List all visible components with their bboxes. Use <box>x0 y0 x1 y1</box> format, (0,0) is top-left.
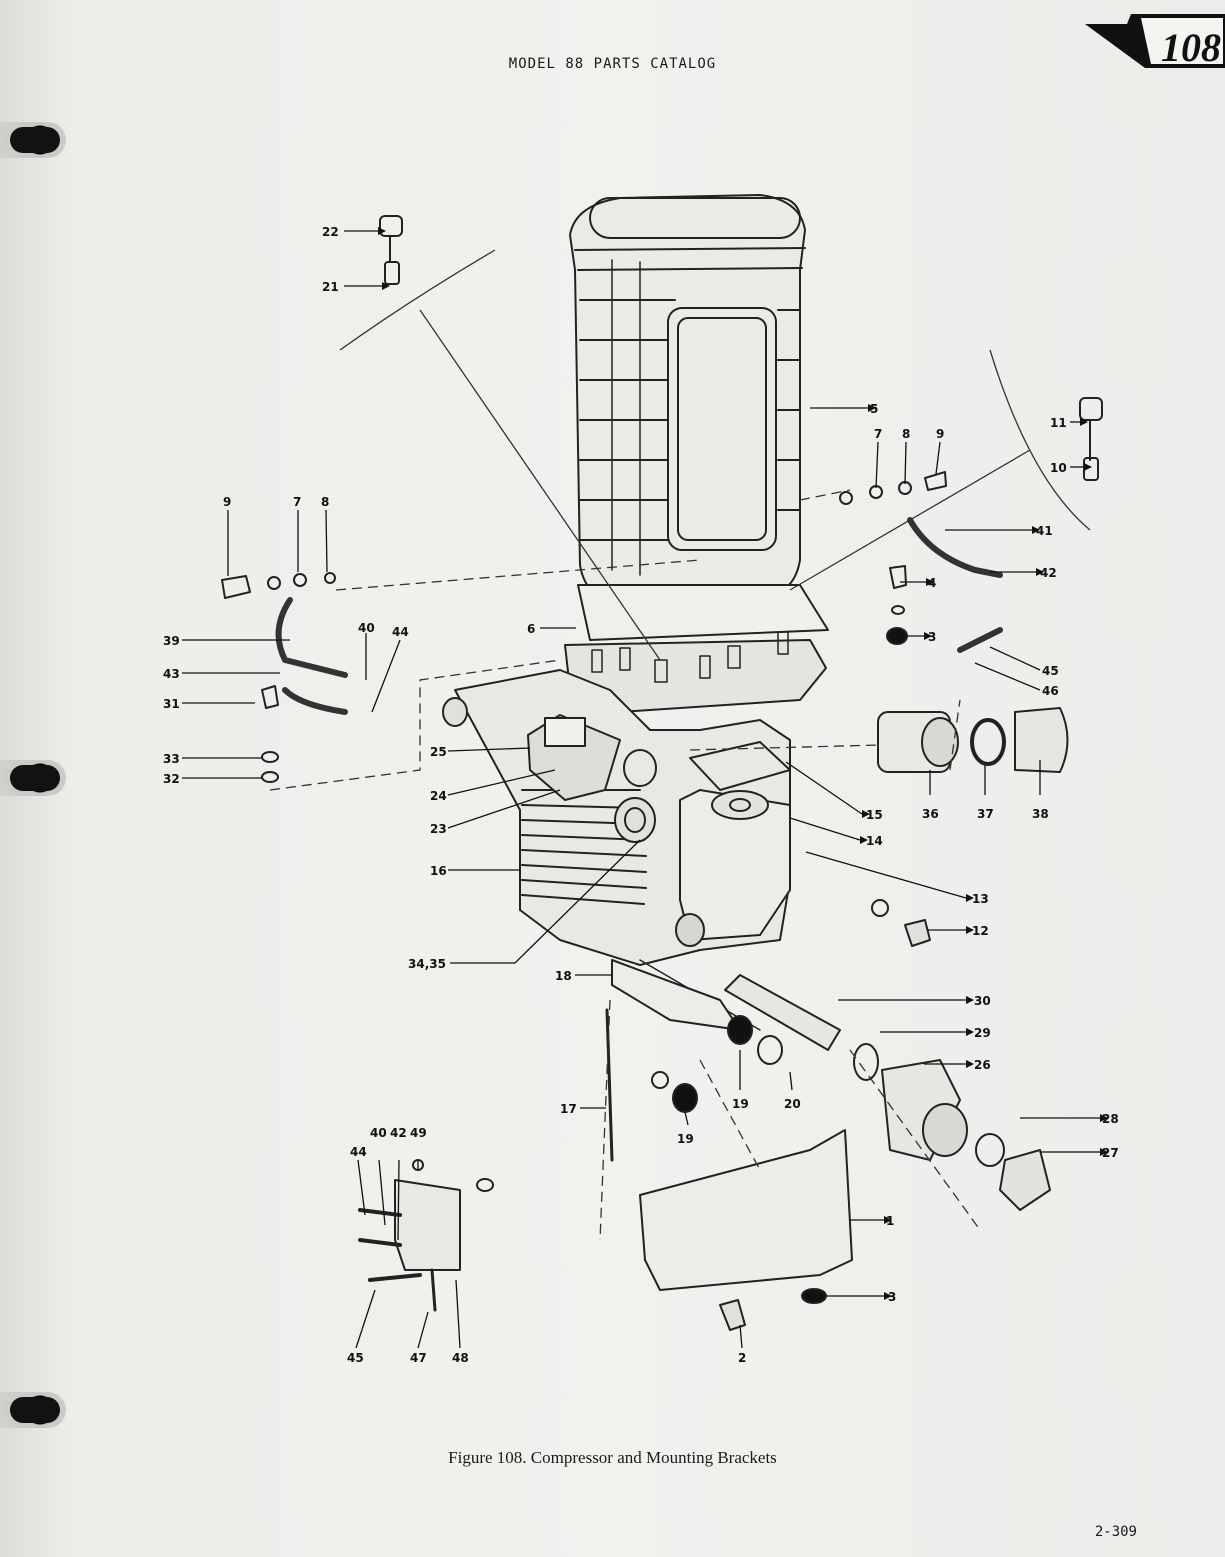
callout-26: 26 <box>974 1058 991 1072</box>
callout-5: 5 <box>870 402 878 416</box>
callout-3-bottom: 3 <box>888 1290 896 1304</box>
callout-32: 32 <box>163 772 180 786</box>
figure-caption: Figure 108. Compressor and Mounting Brac… <box>448 1448 777 1467</box>
tab-number: 108 <box>1161 25 1221 70</box>
callout-29: 29 <box>974 1026 991 1040</box>
binder-hole-middle <box>0 760 66 796</box>
callout-6: 6 <box>527 622 535 636</box>
callout-25: 25 <box>430 745 447 759</box>
callout-37: 37 <box>977 807 994 821</box>
lower-body-drawing <box>442 669 791 966</box>
callout-44: 44 <box>392 625 409 639</box>
callout-23: 23 <box>430 822 447 836</box>
callout-31: 31 <box>163 697 180 711</box>
callout-9-left: 9 <box>223 495 231 509</box>
callout-14: 14 <box>866 834 883 848</box>
compressor-housing-drawing <box>569 194 806 601</box>
section-tab: 108 <box>1085 10 1225 72</box>
callout-45-lower: 45 <box>347 1351 364 1365</box>
callout-22: 22 <box>322 225 339 239</box>
callout-20: 20 <box>784 1097 801 1111</box>
callout-7-left: 7 <box>293 495 301 509</box>
callout-17: 17 <box>560 1102 577 1116</box>
callout-44-lower: 44 <box>350 1145 367 1159</box>
callout-8-right: 8 <box>902 427 910 441</box>
page-number: 2-309 <box>1094 1524 1137 1540</box>
callout-43: 43 <box>163 667 180 681</box>
gasket-drawing <box>577 584 829 641</box>
callout-41: 41 <box>1036 524 1053 538</box>
callout-36: 36 <box>922 807 939 821</box>
callout-19-b: 19 <box>677 1132 694 1146</box>
callout-13: 13 <box>972 892 989 906</box>
callout-48: 48 <box>452 1351 469 1365</box>
callout-24: 24 <box>430 789 447 803</box>
callout-46: 46 <box>1042 684 1059 698</box>
page-header-title: MODEL 88 PARTS CATALOG <box>508 56 717 72</box>
callout-4: 4 <box>928 576 936 590</box>
callout-12: 12 <box>972 924 989 938</box>
callout-42-lower: 42 <box>390 1126 407 1140</box>
callout-47: 47 <box>410 1351 427 1365</box>
binder-hole-top <box>0 122 66 158</box>
callout-15: 15 <box>866 808 883 822</box>
callout-45: 45 <box>1042 664 1059 678</box>
callout-40-lower: 40 <box>370 1126 387 1140</box>
callout-16: 16 <box>430 864 447 878</box>
callout-39: 39 <box>163 634 180 648</box>
callout-42: 42 <box>1040 566 1057 580</box>
callout-7-right: 7 <box>874 427 882 441</box>
callout-11: 11 <box>1050 416 1067 430</box>
callout-9-right: 9 <box>936 427 944 441</box>
callout-40: 40 <box>358 621 375 635</box>
callout-21: 21 <box>322 280 339 294</box>
callout-33: 33 <box>163 752 180 766</box>
callout-30: 30 <box>974 994 991 1008</box>
callout-10: 10 <box>1050 461 1067 475</box>
callout-28: 28 <box>1102 1112 1119 1126</box>
callout-19-a: 19 <box>732 1097 749 1111</box>
callout-3-top: 3 <box>928 630 936 644</box>
callout-labels: 22 21 5 11 10 7 8 9 9 7 8 41 42 4 6 3 39… <box>163 225 1119 1365</box>
callout-34-35: 34,35 <box>408 957 446 971</box>
callout-2: 2 <box>738 1351 746 1365</box>
binder-hole-bottom <box>0 1392 66 1428</box>
callout-8-left: 8 <box>321 495 329 509</box>
callout-1: 1 <box>886 1214 894 1228</box>
callout-49: 49 <box>410 1126 427 1140</box>
callout-38: 38 <box>1032 807 1049 821</box>
callout-27: 27 <box>1102 1146 1119 1160</box>
callout-18: 18 <box>555 969 572 983</box>
tab-shape <box>1085 14 1225 68</box>
